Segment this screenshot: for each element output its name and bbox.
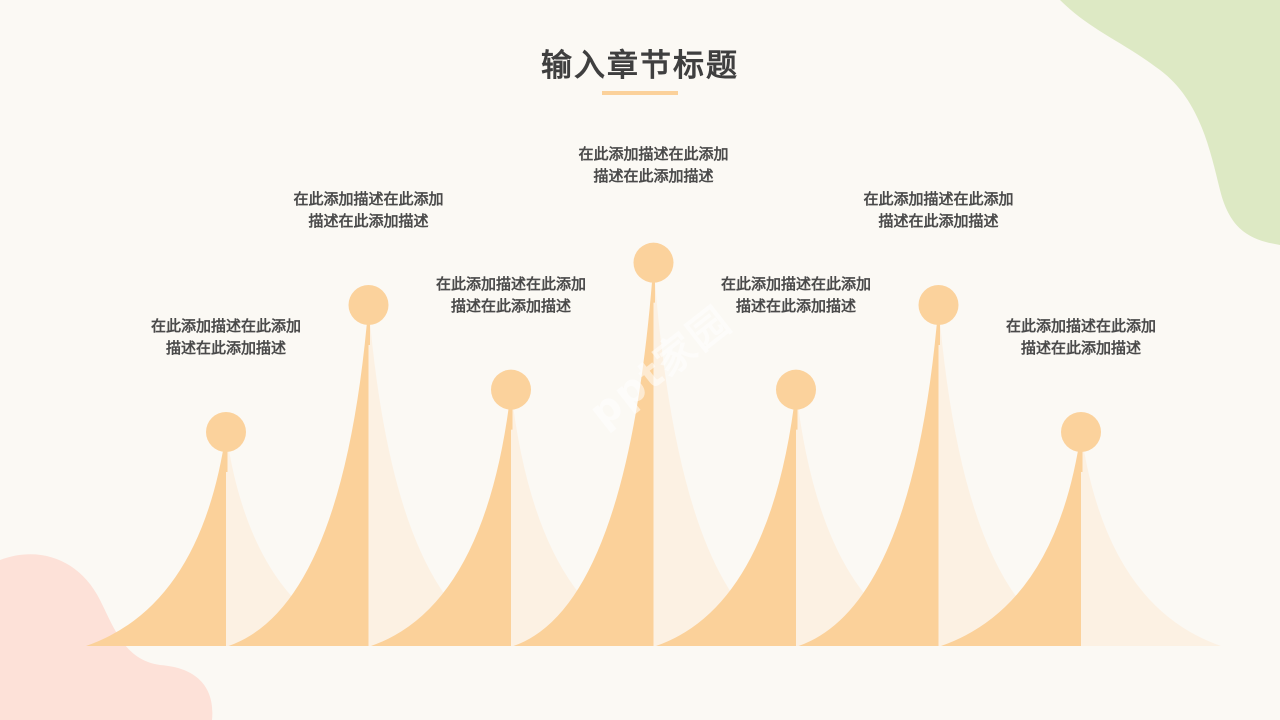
peak-mark: [371, 389, 511, 646]
peak-shadow: [1081, 432, 1221, 646]
peak-mark: [513, 262, 654, 646]
description-label: 在此添加描述在此添加 描述在此添加描述: [1005, 317, 1156, 357]
peak-marker-circle: [491, 369, 531, 410]
green-blob-decoration: [1060, 0, 1280, 245]
description-label: 在此添加描述在此添加 描述在此添加描述: [150, 317, 301, 357]
description-label: 在此添加描述在此添加 描述在此添加描述: [863, 190, 1014, 230]
peak-marker-circle: [348, 285, 389, 325]
peak-marker-circle: [1061, 412, 1101, 452]
peak-shadow: [368, 305, 509, 646]
description-label: 在此添加描述在此添加 描述在此添加描述: [293, 190, 444, 230]
peak-mark: [941, 432, 1081, 646]
description-label: 在此添加描述在此添加 描述在此添加描述: [720, 274, 871, 315]
peak-marker-circle: [776, 369, 816, 410]
peak-marker-circle: [633, 242, 674, 283]
peak-shadow: [796, 389, 936, 646]
peak-marker-circle: [918, 285, 959, 325]
peak-mark: [798, 305, 939, 646]
peak-mark: [86, 432, 226, 646]
page-title: 输入章节标题: [541, 48, 739, 84]
description-label: 在此添加描述在此添加 描述在此添加描述: [435, 274, 586, 315]
peak-shadow: [226, 432, 366, 646]
peak-shadow: [653, 262, 794, 646]
peak-shadow: [511, 389, 651, 646]
pink-blob-decoration: [0, 554, 213, 720]
peak-mark: [656, 389, 796, 646]
peak-shadow: [938, 305, 1079, 646]
title-underline: [602, 91, 678, 95]
peak-mark: [228, 305, 369, 646]
peak-marker-circle: [206, 412, 246, 452]
description-label: 在此添加描述在此添加 描述在此添加描述: [578, 144, 729, 185]
